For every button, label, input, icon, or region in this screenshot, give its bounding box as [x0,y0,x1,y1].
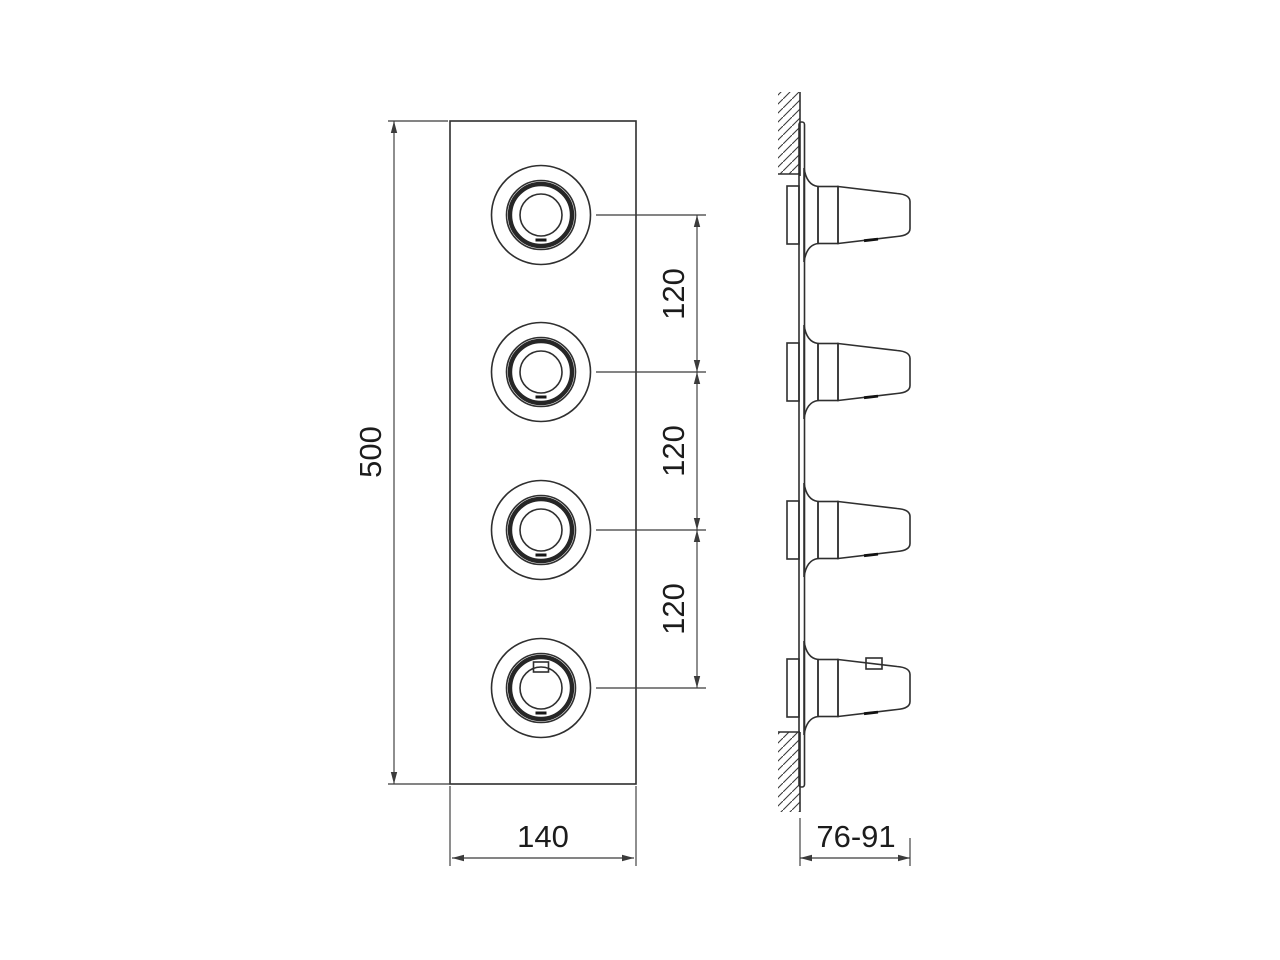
knob-4-side [785,639,912,737]
dimension-label-500: 500 [353,426,388,478]
dimension-label-120-c: 120 [656,583,691,635]
dimension-height-500: 500 [353,120,450,785]
dimension-label-120-b: 120 [656,425,691,477]
knob-4-index-tab-front [532,661,550,673]
knob-3-side [785,481,912,579]
dimension-width-140: 140 [449,786,637,866]
trim-plate-front [449,120,637,785]
dimension-depth-76-91: 76-91 [799,818,911,866]
knob-1-front [492,166,591,265]
trim-plate-side [798,121,806,788]
knob-2-front [492,323,591,422]
dimension-label-76-91: 76-91 [816,819,895,854]
wall-section-upper [778,92,801,176]
dimension-spacing-120: 120 120 120 [596,214,706,689]
knob-2-side [785,323,912,421]
knob-4-front [492,639,591,738]
knob-3-front [492,481,591,580]
wall-section-lower [778,731,801,812]
side-view [778,92,912,812]
knob-1-side [785,166,912,264]
front-view [449,120,637,785]
dimension-label-120-a: 120 [656,268,691,320]
knob-4-index-tab-side [865,657,883,670]
dimension-label-140: 140 [517,819,569,854]
